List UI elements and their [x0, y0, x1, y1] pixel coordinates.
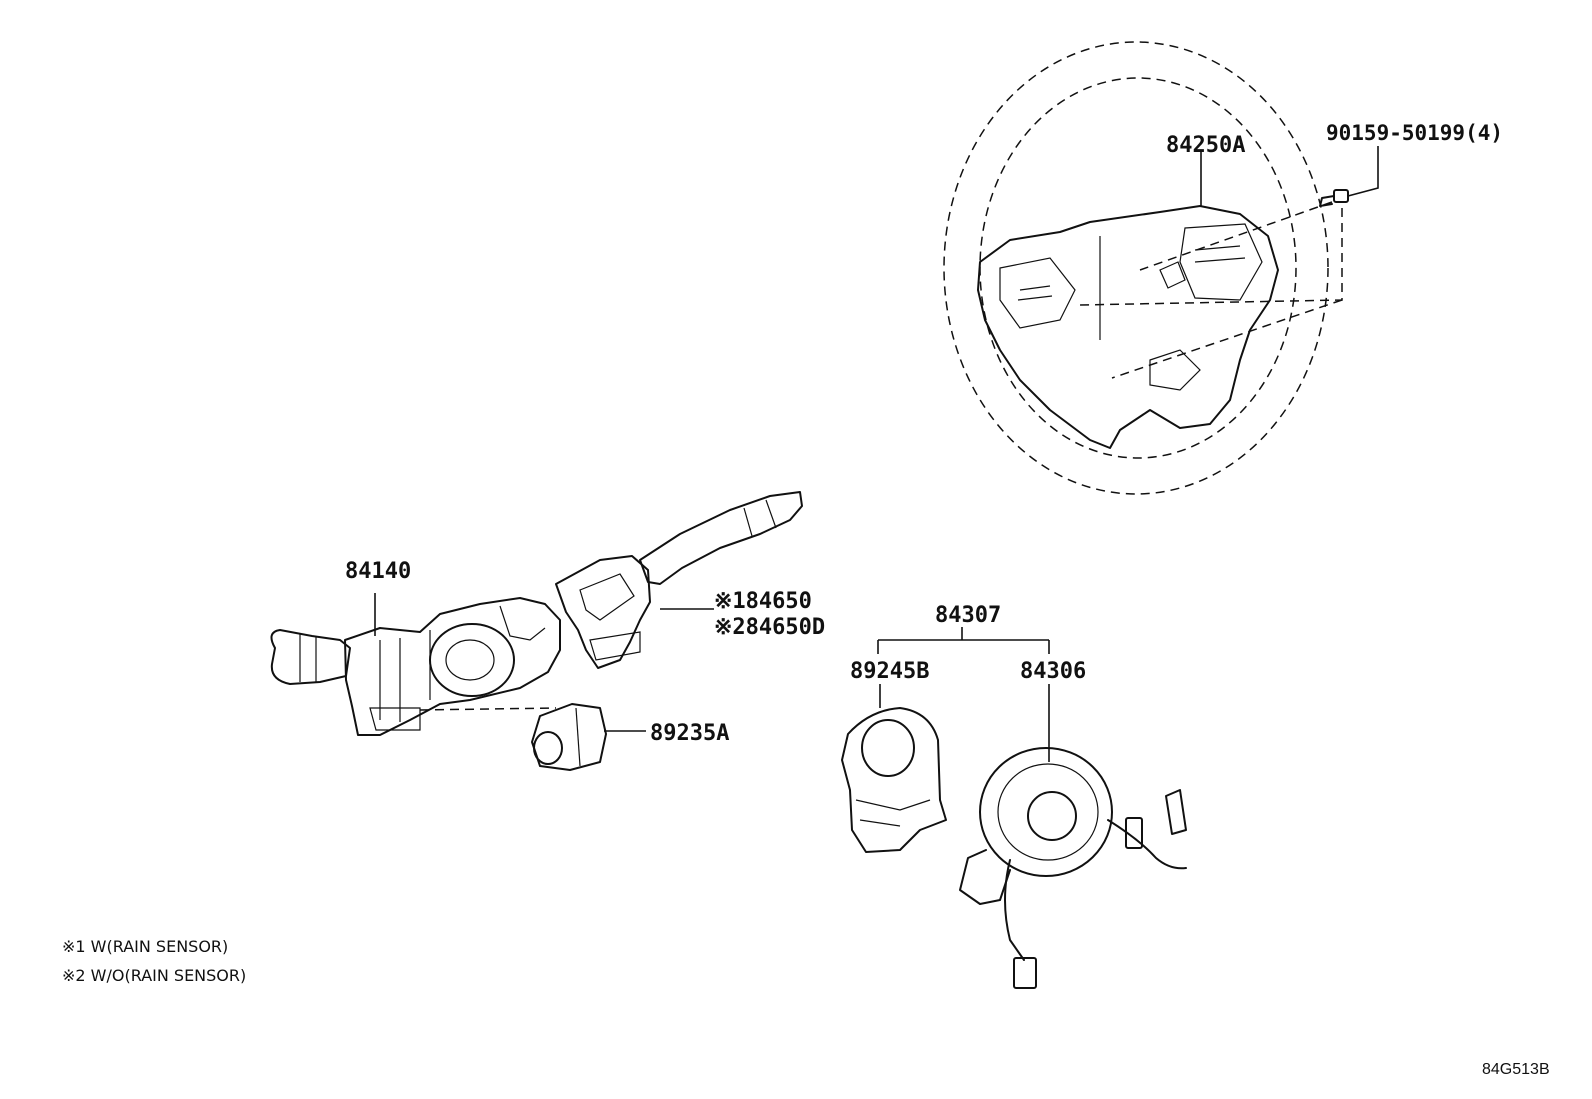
steering-pad-switch-icon — [977, 205, 1279, 449]
bolt-icon — [1319, 189, 1349, 207]
footnote-1: ※1 W(RAIN SENSOR) — [62, 937, 228, 956]
bracket-84307 — [877, 627, 1050, 654]
label-90159-50199: 90159-50199(4) — [1326, 121, 1503, 145]
sensor-89235A-icon — [531, 703, 607, 771]
label-84650: ※184650 — [714, 589, 812, 614]
label-84306: 84306 — [1020, 659, 1086, 684]
wiper-switch-icon — [555, 491, 803, 669]
combination-switch-icon — [270, 597, 561, 736]
label-84307: 84307 — [935, 603, 1001, 628]
part-labels: 84250A 90159-50199(4) 84140 ※184650 ※284… — [345, 121, 1503, 746]
footnotes: ※1 W(RAIN SENSOR) ※2 W/O(RAIN SENSOR) — [62, 937, 246, 985]
footnote-2: ※2 W/O(RAIN SENSOR) — [62, 966, 246, 985]
spiral-cable-icon — [959, 747, 1187, 989]
label-89245B: 89245B — [850, 659, 929, 684]
steering-sensor-icon — [841, 707, 947, 853]
label-84250A: 84250A — [1166, 133, 1245, 158]
label-84140: 84140 — [345, 559, 411, 584]
label-89235A: 89235A — [650, 721, 729, 746]
diagram-code: 84G513B — [1482, 1061, 1550, 1078]
label-84650D: ※284650D — [714, 615, 825, 640]
